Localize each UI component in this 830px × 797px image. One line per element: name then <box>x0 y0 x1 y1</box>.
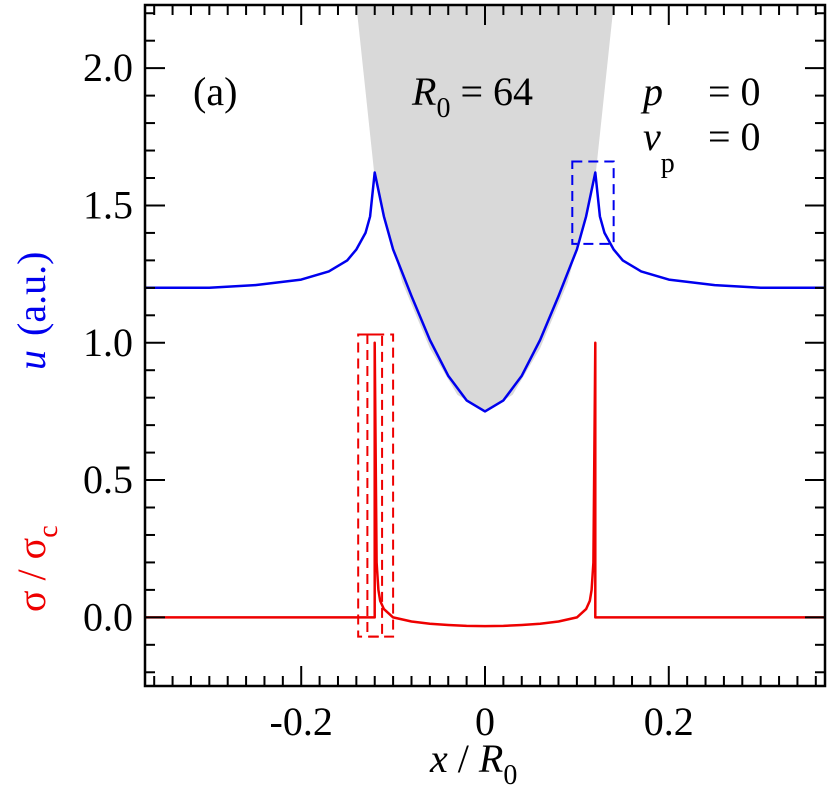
x-tick-label: 0 <box>475 699 495 744</box>
param-vp-symbol: v <box>643 114 661 159</box>
series-lines <box>145 171 825 628</box>
x-tick-label: 0.2 <box>644 699 694 744</box>
y-tick-label: 0.5 <box>83 457 133 502</box>
series-line-red <box>145 341 825 628</box>
param-p-symbol: p <box>640 69 663 114</box>
highlight-boxes <box>357 160 615 638</box>
x-axis-slash: / <box>448 736 479 781</box>
annotation-subscript: 0 <box>436 93 450 124</box>
param-vp-value: = 0 <box>708 114 761 159</box>
annotation-value: = 64 <box>450 69 533 114</box>
param-vp: vp = 0 <box>643 114 761 179</box>
x-axis-symbol2: R <box>478 736 503 781</box>
highlight-box-3 <box>366 333 384 638</box>
shaded-region <box>356 5 614 412</box>
y-tick-label: 2.0 <box>83 45 133 90</box>
param-p: p = 0 <box>640 69 761 114</box>
y-tick-label: 0.0 <box>83 594 133 639</box>
x-axis-subscript: 0 <box>503 760 517 791</box>
y-axis-label-red: σ / σc <box>9 525 64 612</box>
svg-text:σ / σc: σ / σc <box>9 525 64 612</box>
y-axis-red-subscript: c <box>33 525 64 537</box>
panel-label: (a) <box>193 69 237 114</box>
annotation-r0: R0 = 64 <box>411 69 533 124</box>
annotation-symbol: R <box>411 69 436 114</box>
y-tick-label: 1.5 <box>83 182 133 227</box>
y-axis-blue-symbol: u <box>9 350 54 370</box>
tick-labels: -0.2 0 0.2 0.0 0.5 1.0 1.5 2.0 <box>83 45 694 744</box>
y-axis-blue-unit: (a.u.) <box>9 252 54 336</box>
x-tick-label: -0.2 <box>270 699 333 744</box>
param-vp-subscript: p <box>661 148 675 179</box>
y-tick-label: 1.0 <box>83 320 133 365</box>
x-axis-symbol: x <box>429 736 448 781</box>
x-axis-label: x / R0 <box>429 736 517 791</box>
axis-ticks <box>145 5 825 686</box>
plot-frame <box>143 3 827 688</box>
svg-text:u(a.u.): u (a.u.) <box>9 252 54 370</box>
series-line-blue <box>145 171 825 413</box>
highlight-box-2 <box>571 160 615 245</box>
y-axis-label-blue: u (a.u.) <box>9 252 54 370</box>
y-axis-red-text: σ / σ <box>9 538 54 612</box>
param-p-value: = 0 <box>708 69 761 114</box>
